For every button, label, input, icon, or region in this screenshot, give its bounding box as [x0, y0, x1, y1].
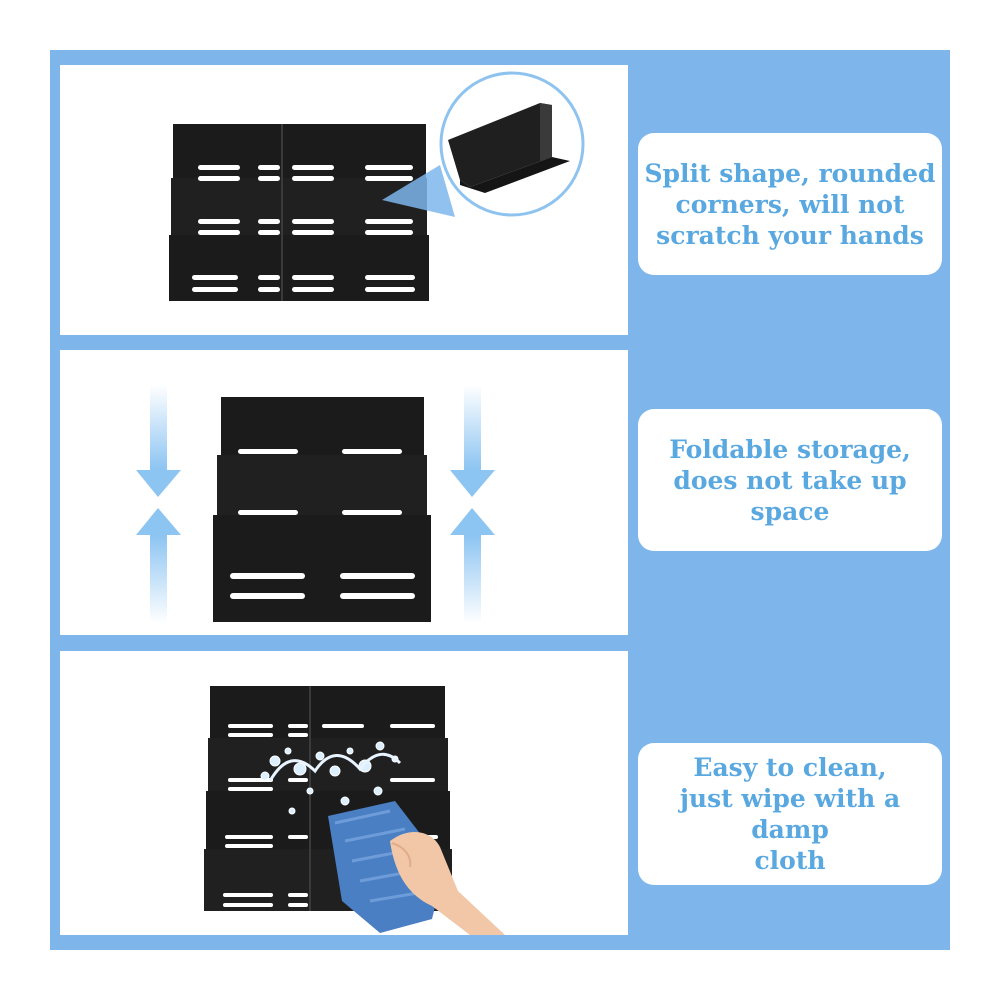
- cleaning-illustration: [204, 686, 505, 935]
- water-splash-icon: [260, 741, 402, 825]
- panel-foldable: [60, 350, 628, 635]
- split-shelf-illustration: [169, 71, 585, 301]
- panel-split-shelf: [60, 65, 628, 335]
- zoom-beam: [382, 165, 455, 217]
- feature-text: Easy to clean, just wipe with a damp clo…: [679, 753, 901, 875]
- arrow-down-icon: [136, 385, 181, 497]
- cleaning-cloth-icon: [328, 801, 505, 935]
- shelf-tier-top: [173, 124, 426, 184]
- feature-text: Foldable storage, does not take up space: [669, 434, 911, 526]
- feature-text: Split shape, rounded corners, will not s…: [644, 158, 936, 250]
- zoom-circle-icon: [439, 71, 585, 217]
- shelf-rack: [169, 124, 429, 301]
- shelf-slots: [192, 165, 415, 292]
- arrow-down-icon: [450, 385, 495, 497]
- infographic-frame: Split shape, rounded corners, will not s…: [50, 50, 950, 950]
- arrow-up-icon: [136, 508, 181, 623]
- feature-card-foldable: Foldable storage, does not take up space: [638, 409, 942, 551]
- panel-easy-clean: [60, 651, 628, 935]
- feature-card-easy-clean: Easy to clean, just wipe with a damp clo…: [638, 743, 942, 885]
- foldable-illustration: [136, 385, 495, 623]
- arrow-up-icon: [450, 508, 495, 623]
- folded-shelf: [213, 397, 431, 622]
- feature-card-split-shape: Split shape, rounded corners, will not s…: [638, 133, 942, 275]
